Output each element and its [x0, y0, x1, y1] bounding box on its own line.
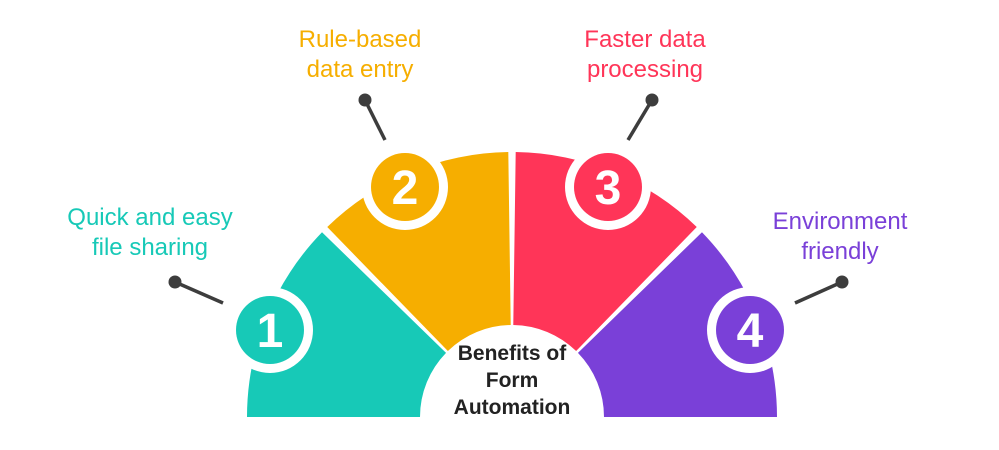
label-line: file sharing [91, 234, 209, 261]
badge-4-number: 4 [737, 305, 764, 358]
badge-3-number: 3 [595, 162, 622, 215]
label-line: processing [586, 56, 704, 83]
badge-4-disc [716, 296, 784, 364]
badge-2-number: 2 [392, 162, 419, 215]
label-quick-file-sharing: Quick and easy file sharing [45, 203, 255, 263]
label-rule-based-entry: Rule-based data entry [260, 25, 460, 85]
center-title-line: Form [486, 369, 539, 392]
badge-1-disc [236, 296, 304, 364]
connector-1-line [174, 280, 224, 305]
connector-2-line [363, 99, 387, 141]
connector-2-dot [358, 93, 372, 107]
center-title-line: Benefits of [458, 342, 568, 365]
segment-3 [513, 152, 697, 352]
label-line: Environment [772, 208, 908, 235]
label-line: Rule-based [298, 26, 422, 53]
label-faster-processing: Faster data processing [545, 25, 745, 85]
label-line: friendly [801, 238, 879, 265]
connector-4-line [794, 280, 843, 305]
badge-1-number: 1 [257, 305, 284, 358]
badge-2-disc [371, 153, 439, 221]
connector-4-dot [835, 275, 849, 289]
label-line: data entry [306, 56, 414, 83]
connector-3-line [626, 99, 654, 141]
badge-3-disc [574, 153, 642, 221]
connector-1-dot [168, 275, 182, 289]
center-title-line: Automation [454, 396, 571, 419]
segment-1 [247, 232, 447, 417]
label-line: Quick and easy [67, 204, 233, 231]
label-environment-friendly: Environment friendly [740, 207, 940, 267]
segment-4 [577, 232, 777, 417]
label-line: Faster data [584, 26, 706, 53]
connector-3-dot [645, 93, 659, 107]
